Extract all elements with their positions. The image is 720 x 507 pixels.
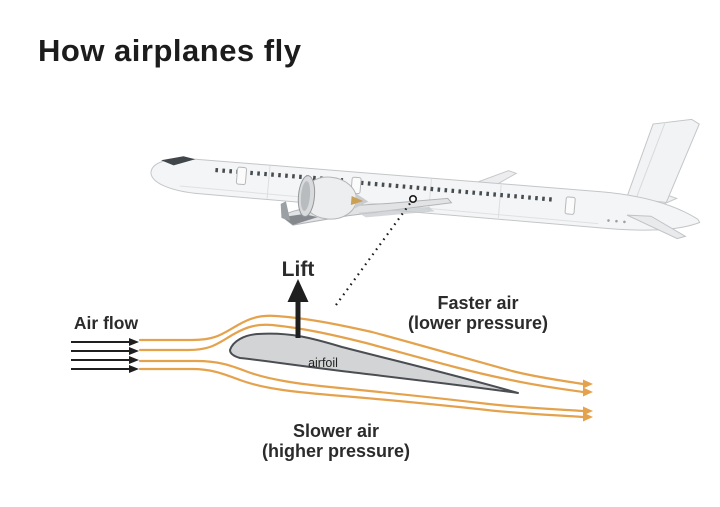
lift-label: Lift	[282, 258, 315, 281]
air-flow-label: Air flow	[74, 313, 139, 333]
engine-gold-cone	[350, 196, 364, 206]
engine-intake-core	[300, 181, 311, 211]
airfoil-outline	[229, 332, 519, 394]
lift-arrow-icon	[287, 279, 309, 338]
tail-marking-dot-3	[623, 220, 626, 224]
page-title: How airplanes fly	[38, 33, 302, 68]
airfoil-label: airfoil	[308, 356, 338, 370]
lift-arrow-shaft	[295, 298, 301, 338]
streamline-arrowhead-4	[583, 412, 593, 422]
fuselage	[150, 157, 701, 231]
lift-arrowhead	[287, 279, 309, 302]
streamline-3	[138, 359, 585, 413]
faster-air-label-line1: Faster air	[437, 293, 518, 313]
tail-marking-dot-2	[615, 219, 618, 223]
airfoil-shape: airfoil	[229, 332, 519, 394]
wing-to-airfoil-dashed-line	[335, 201, 412, 306]
streamline-arrowhead-1	[583, 379, 593, 389]
slower-air-label-line1: Slower air	[293, 421, 379, 441]
streamline-arrowheads	[583, 379, 593, 422]
streamline-1	[138, 314, 585, 386]
airflow-arrows	[71, 341, 130, 370]
winglet-icon	[280, 201, 291, 221]
streamlines	[138, 314, 585, 419]
streamline-2	[138, 323, 585, 394]
panel-seam-3	[497, 184, 502, 218]
wingtip-shading	[282, 213, 318, 226]
panel-seam-1	[266, 165, 271, 199]
airflow-arrowhead-4	[129, 365, 139, 373]
tail-marking-dot-1	[607, 219, 610, 222]
wing-reference-circle	[408, 195, 417, 204]
wing-flap-streak	[358, 206, 435, 218]
rear-door	[564, 196, 576, 215]
cockpit-windows-icon	[161, 156, 196, 166]
rudder-line	[636, 121, 666, 198]
front-door	[235, 166, 248, 186]
panel-seam-2	[428, 178, 432, 212]
airflow-arrowhead-1	[129, 338, 139, 346]
faster-air-label-line2: (lower pressure)	[408, 313, 548, 333]
near-horizontal-stabilizer	[626, 214, 687, 240]
airplane-illustration-icon	[150, 118, 701, 240]
airflow-arrowhead-3	[129, 356, 139, 364]
vertical-stabilizer	[625, 118, 700, 204]
streamline-arrowhead-2	[583, 387, 593, 397]
airflow-arrowheads	[129, 338, 139, 373]
passenger-windows-rear	[360, 180, 557, 202]
streamline-4	[138, 367, 585, 419]
streamline-arrowhead-3	[583, 406, 593, 416]
airflow-arrowhead-2	[129, 347, 139, 355]
slower-air-label-line2: (higher pressure)	[262, 441, 410, 461]
